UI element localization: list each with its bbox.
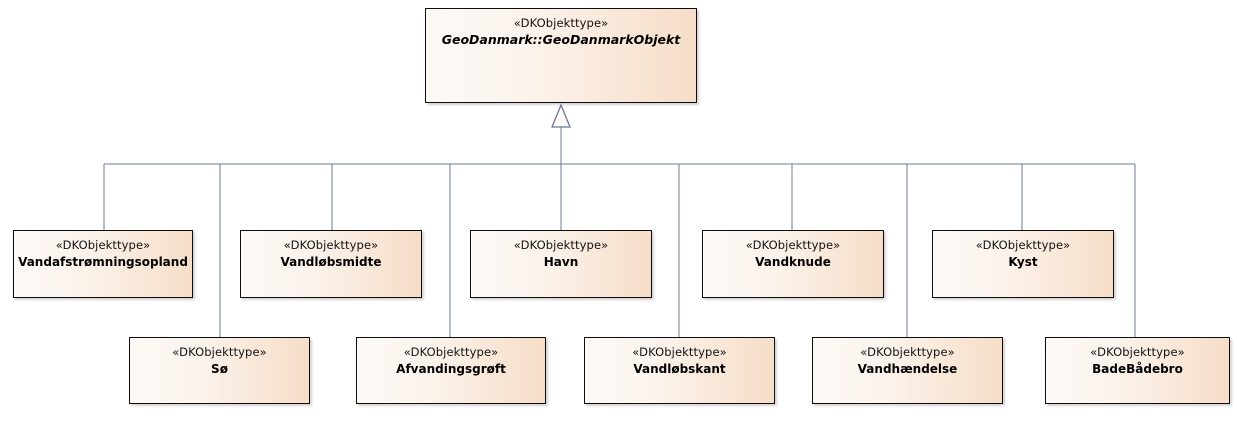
class-box-kyst[interactable]: «DKObjekttype» Kyst (932, 230, 1114, 298)
generalization-triangle-icon (551, 103, 571, 128)
class-name: Vandknude (755, 255, 831, 269)
class-box-vandlobsmidte[interactable]: «DKObjekttype» Vandløbsmidte (240, 230, 422, 298)
class-box-afvandingsgroft[interactable]: «DKObjekttype» Afvandingsgrøft (356, 337, 546, 404)
class-name: Kyst (1008, 255, 1038, 269)
class-stereotype: «DKObjekttype» (1090, 345, 1185, 359)
class-name: Afvandingsgrøft (396, 362, 506, 376)
class-name: Vandløbsmidte (280, 255, 382, 269)
class-stereotype: «DKObjekttype» (403, 345, 499, 359)
class-stereotype: «DKObjekttype» (975, 238, 1071, 252)
class-name: Vandafstrømningsopland (18, 255, 188, 269)
class-stereotype: «DKObjekttype» (172, 345, 267, 359)
class-box-badebadebro[interactable]: «DKObjekttype» BadeBådebro (1045, 337, 1230, 404)
class-name: Vandhændelse (857, 362, 958, 376)
class-box-vandafstromningsopland[interactable]: «DKObjekttype» Vandafstrømningsopland (13, 230, 193, 298)
class-name: Sø (211, 362, 228, 376)
class-name: GeoDanmark::GeoDanmarkObjekt (441, 32, 681, 47)
class-stereotype: «DKObjekttype» (632, 345, 727, 359)
class-stereotype: «DKObjekttype» (513, 238, 609, 252)
class-box-vandlobskant[interactable]: «DKObjekttype» Vandløbskant (584, 337, 775, 404)
class-name: BadeBådebro (1092, 362, 1183, 376)
class-stereotype: «DKObjekttype» (745, 238, 841, 252)
class-stereotype: «DKObjekttype» (513, 16, 609, 30)
class-name: Vandløbskant (633, 362, 726, 376)
class-box-vandhaendelse[interactable]: «DKObjekttype» Vandhændelse (812, 337, 1003, 404)
class-stereotype: «DKObjekttype» (55, 238, 151, 252)
class-name: Havn (543, 255, 579, 269)
class-stereotype: «DKObjekttype» (860, 345, 955, 359)
class-box-so[interactable]: «DKObjekttype» Sø (129, 337, 310, 404)
class-box-geodanmarkobjekt[interactable]: «DKObjekttype» GeoDanmark::GeoDanmarkObj… (425, 8, 697, 103)
class-box-vandknude[interactable]: «DKObjekttype» Vandknude (702, 230, 884, 298)
class-box-havn[interactable]: «DKObjekttype» Havn (470, 230, 652, 298)
class-stereotype: «DKObjekttype» (283, 238, 379, 252)
